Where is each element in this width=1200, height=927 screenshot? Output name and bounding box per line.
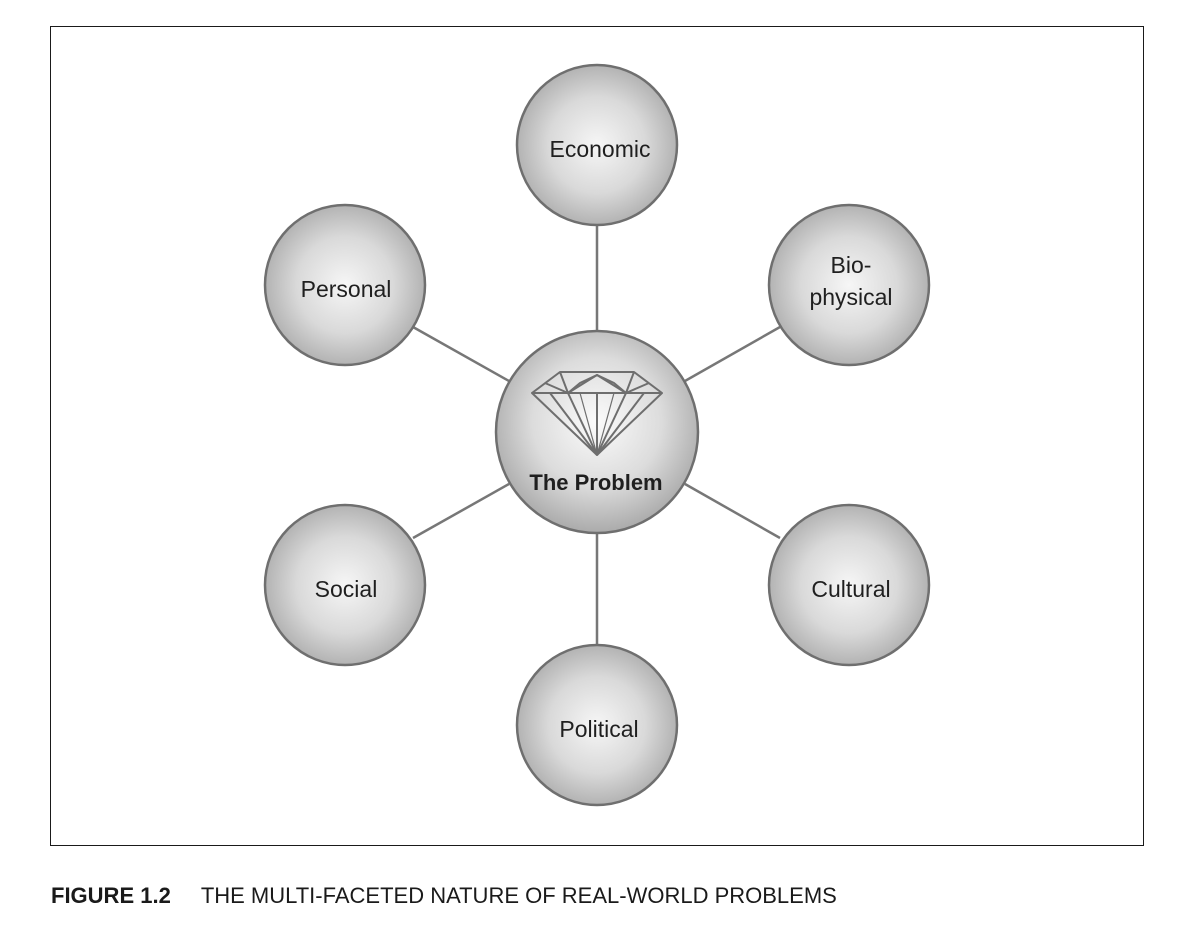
- node-cultural-label: Cultural: [811, 576, 890, 602]
- center-node-label: The Problem: [529, 470, 662, 495]
- node-economic-label: Economic: [550, 136, 651, 162]
- node-political-label: Political: [559, 716, 638, 742]
- center-node: The Problem: [494, 329, 700, 535]
- node-bio-physical-label-line1: Bio-: [831, 252, 872, 278]
- node-personal-label: Personal: [301, 276, 392, 302]
- figure-caption: FIGURE 1.2 THE MULTI-FACETED NATURE OF RE…: [51, 883, 837, 909]
- node-social-label: Social: [315, 576, 378, 602]
- connectors: [412, 225, 781, 645]
- connector-social: [412, 482, 510, 540]
- node-social: Social: [263, 503, 427, 667]
- node-bio-physical-label-line2: physical: [809, 284, 892, 310]
- figure-frame: [50, 26, 1144, 846]
- node-personal-circle: [263, 203, 427, 367]
- hub-diagram: Economic Bio- physical Cultural Politica…: [263, 63, 931, 807]
- connector-bio-physical: [684, 325, 781, 383]
- node-economic: Economic: [515, 63, 679, 227]
- node-political: Political: [515, 643, 679, 807]
- node-political-circle: [515, 643, 679, 807]
- figure-title: THE MULTI-FACETED NATURE OF REAL-WORLD P…: [200, 883, 837, 908]
- node-cultural-circle: [767, 503, 931, 667]
- node-social-circle: [263, 503, 427, 667]
- diamond-icon: [531, 371, 663, 456]
- connector-cultural: [684, 482, 781, 540]
- node-bio-physical: Bio- physical: [767, 203, 931, 367]
- node-bio-physical-circle: [767, 203, 931, 367]
- figure-number: FIGURE 1.2: [51, 883, 171, 908]
- connector-personal: [412, 325, 510, 383]
- node-economic-circle: [515, 63, 679, 227]
- node-cultural: Cultural: [767, 503, 931, 667]
- node-personal: Personal: [263, 203, 427, 367]
